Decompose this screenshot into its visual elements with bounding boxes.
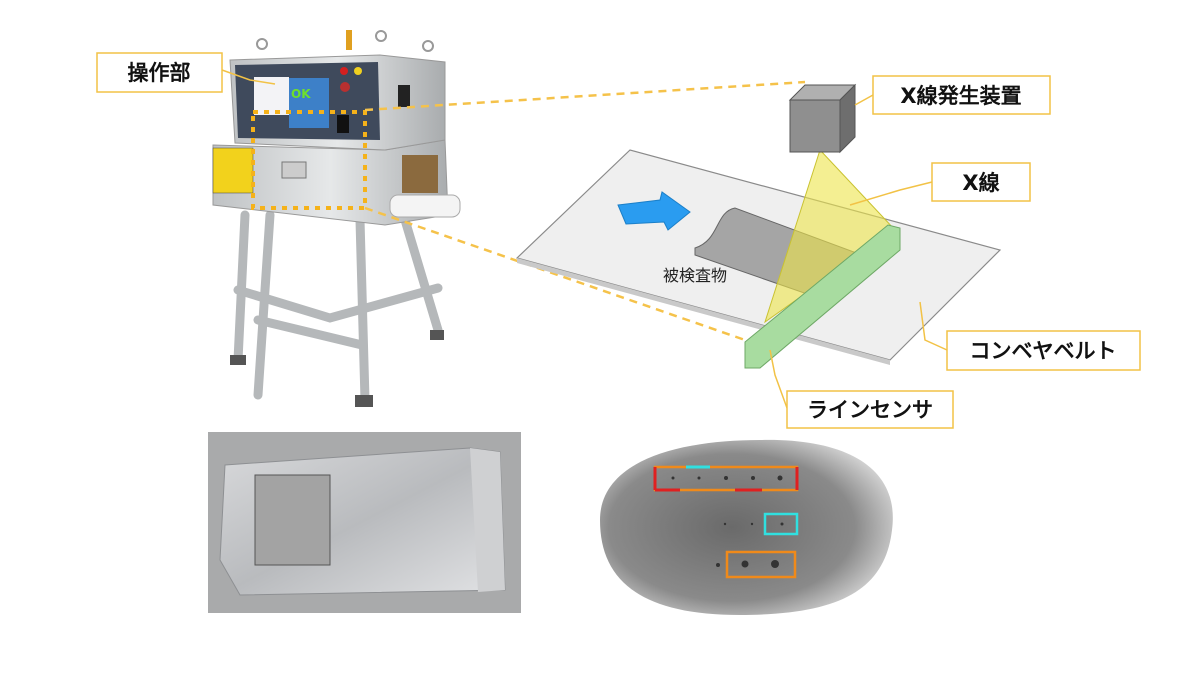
label-operation-unit: 操作部 bbox=[96, 52, 223, 93]
svg-text:操作部: 操作部 bbox=[128, 61, 191, 85]
xray-inspection-machine: OK bbox=[212, 30, 461, 407]
ok-indicator: OK bbox=[291, 87, 311, 101]
label-mask bbox=[254, 474, 331, 566]
label-line-sensor: ラインセンサ bbox=[786, 390, 954, 429]
svg-text:ラインセンサ: ラインセンサ bbox=[807, 398, 933, 422]
svg-text:X線発生装置: X線発生装置 bbox=[900, 84, 1021, 108]
label-conveyor-belt: コンベヤベルト bbox=[946, 330, 1141, 371]
direction-arrow-icon bbox=[617, 191, 691, 231]
label-xray: X線 bbox=[931, 162, 1031, 202]
xray-image bbox=[600, 439, 893, 615]
svg-text:X線: X線 bbox=[962, 171, 999, 195]
label-inspected-object: 被検査物 bbox=[663, 266, 727, 285]
product-photo bbox=[208, 432, 521, 613]
projection-lines bbox=[364, 80, 806, 342]
detection-box-cyan bbox=[763, 512, 799, 536]
inspection-area-highlight bbox=[251, 110, 367, 210]
xray-generator-cube bbox=[788, 83, 857, 154]
label-xray-generator: X線発生装置 bbox=[872, 75, 1051, 115]
svg-text:コンベヤベルト: コンベヤベルト bbox=[970, 339, 1117, 363]
line-sensor-bar bbox=[744, 224, 901, 369]
detection-box-orange bbox=[725, 550, 797, 579]
